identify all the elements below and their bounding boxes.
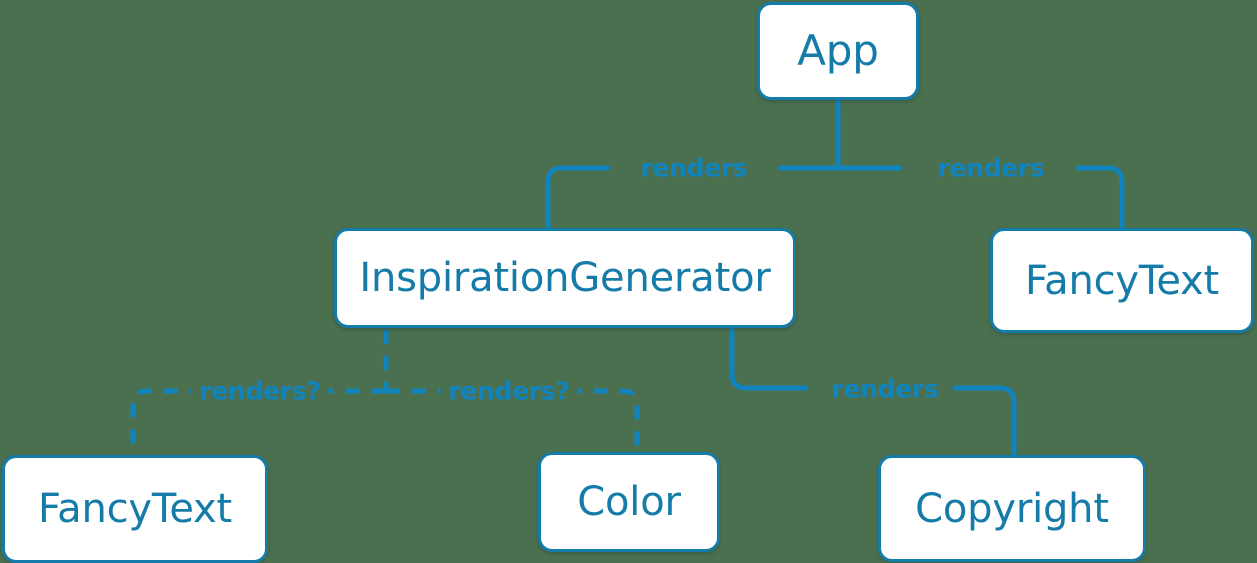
node-fancytext-top[interactable]: FancyText <box>990 228 1254 333</box>
node-fancytext-bottom[interactable]: FancyText <box>2 455 268 563</box>
edge-label-inspiration-color: renders? <box>440 378 578 404</box>
node-color-label: Color <box>577 479 681 525</box>
edge-label-app-fancytext: renders <box>929 155 1053 181</box>
node-color[interactable]: Color <box>538 452 720 552</box>
node-app-label: App <box>797 26 879 75</box>
node-fancytext-top-label: FancyText <box>1025 257 1219 304</box>
node-inspiration-generator[interactable]: InspirationGenerator <box>334 228 796 328</box>
edge-label-inspiration-fancytext: renders? <box>191 378 329 404</box>
node-copyright[interactable]: Copyright <box>878 455 1146 562</box>
edge-inspiration-to-fancytext <box>130 388 386 457</box>
edge-inspiration-to-copyright-right <box>952 385 1017 460</box>
edge-inspiration-to-color <box>386 388 640 454</box>
node-fancytext-bottom-label: FancyText <box>38 486 232 532</box>
edge-inspiration-to-copyright-left <box>729 327 809 391</box>
edge-app-to-inspiration-right <box>545 165 611 233</box>
edge-app-to-fancytext-right <box>1075 165 1125 233</box>
node-inspiration-generator-label: InspirationGenerator <box>359 255 771 301</box>
node-app[interactable]: App <box>757 2 919 100</box>
edge-label-inspiration-copyright: renders <box>823 376 947 402</box>
node-copyright-label: Copyright <box>915 485 1109 532</box>
edge-label-app-inspiration: renders <box>632 155 756 181</box>
